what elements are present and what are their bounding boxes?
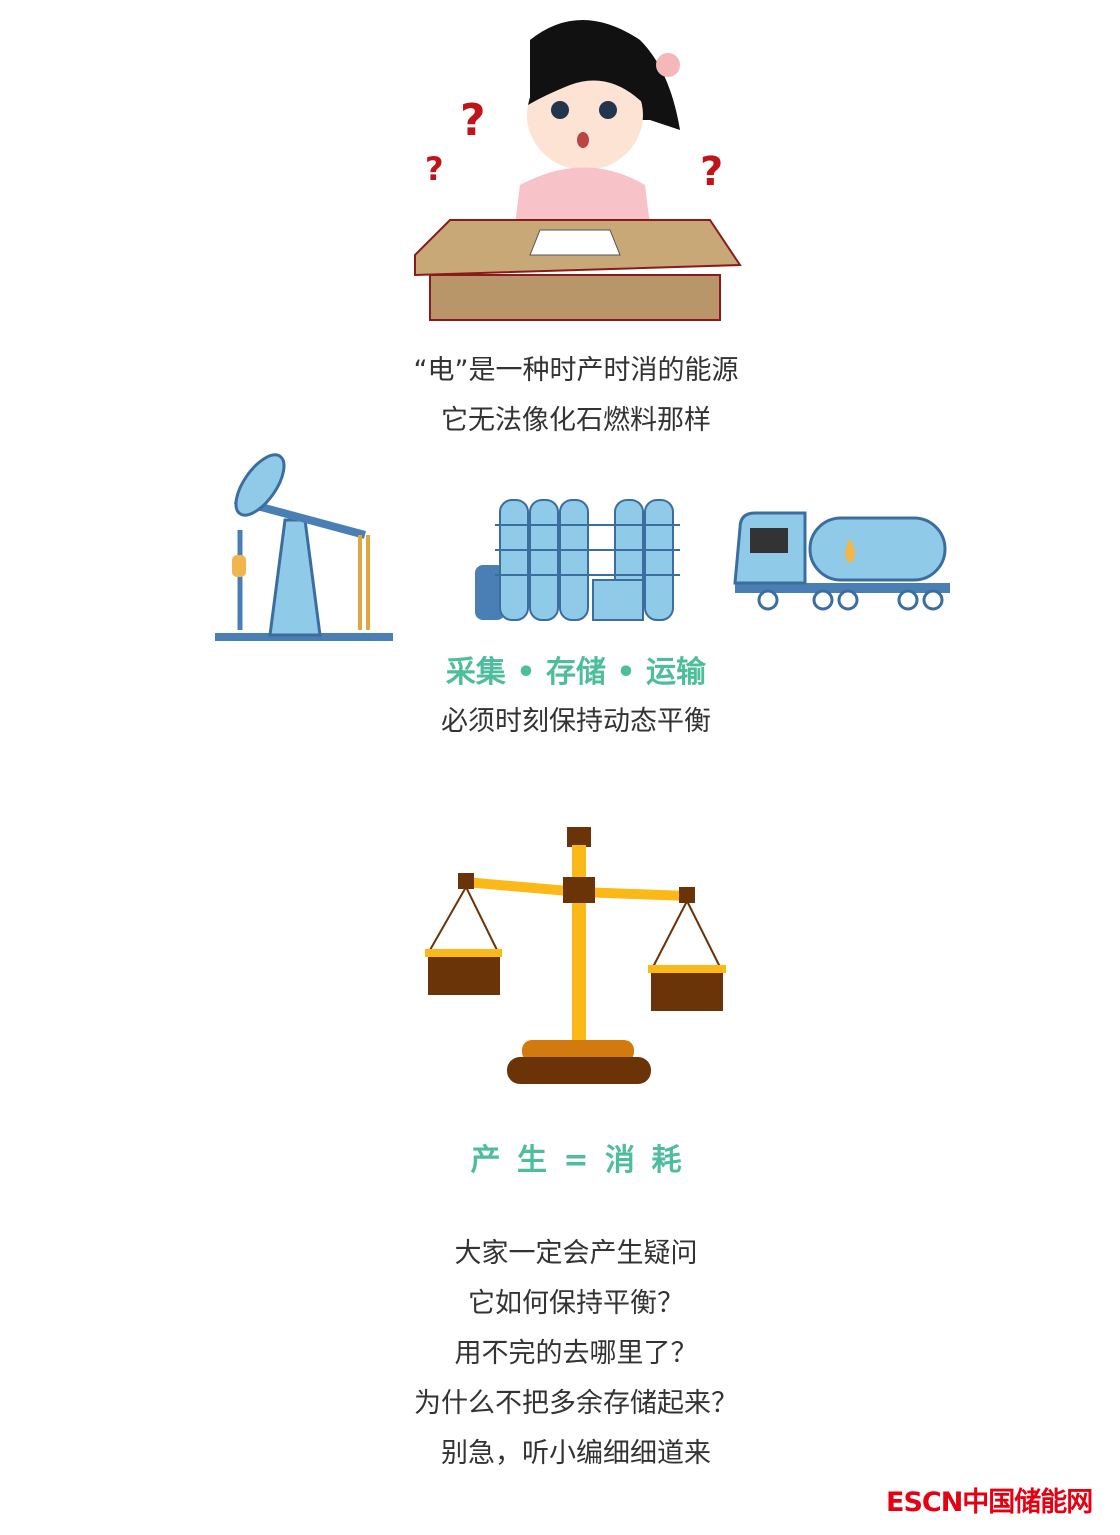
question-mark-icon: ? [460, 95, 486, 146]
intro-line-1: “电”是一种时产时消的能源 [413, 355, 739, 386]
tanker-truck-icon [733, 511, 950, 611]
question-mark-icon: ? [700, 149, 723, 195]
question-line-3: 用不完的去哪里了？ [454, 1338, 698, 1369]
question-mark-icon: ? [425, 150, 444, 188]
question-line-1: 大家一定会产生疑问 [454, 1238, 698, 1269]
balance-equation: 产 生 = 消 耗 [470, 1143, 682, 1178]
process-line: 必须时刻保持动态平衡 [441, 706, 711, 737]
escn-logo: ESCN中国储能网 [886, 1487, 1093, 1518]
thinking-girl-illustration: ? ? ? [414, 20, 742, 321]
storage-tanks-icon [475, 499, 680, 621]
oil-pump-icon [215, 453, 393, 641]
process-heading: 采集 • 存储 • 运输 [445, 655, 707, 690]
intro-line-2: 它无法像化石燃料那样 [441, 405, 711, 436]
balance-scale-icon [425, 827, 726, 1084]
question-line-4: 为什么不把多余存储起来？ [414, 1388, 738, 1419]
question-line-2: 它如何保持平衡？ [468, 1288, 684, 1319]
question-line-5: 别急，听小编细细道来 [441, 1438, 711, 1469]
